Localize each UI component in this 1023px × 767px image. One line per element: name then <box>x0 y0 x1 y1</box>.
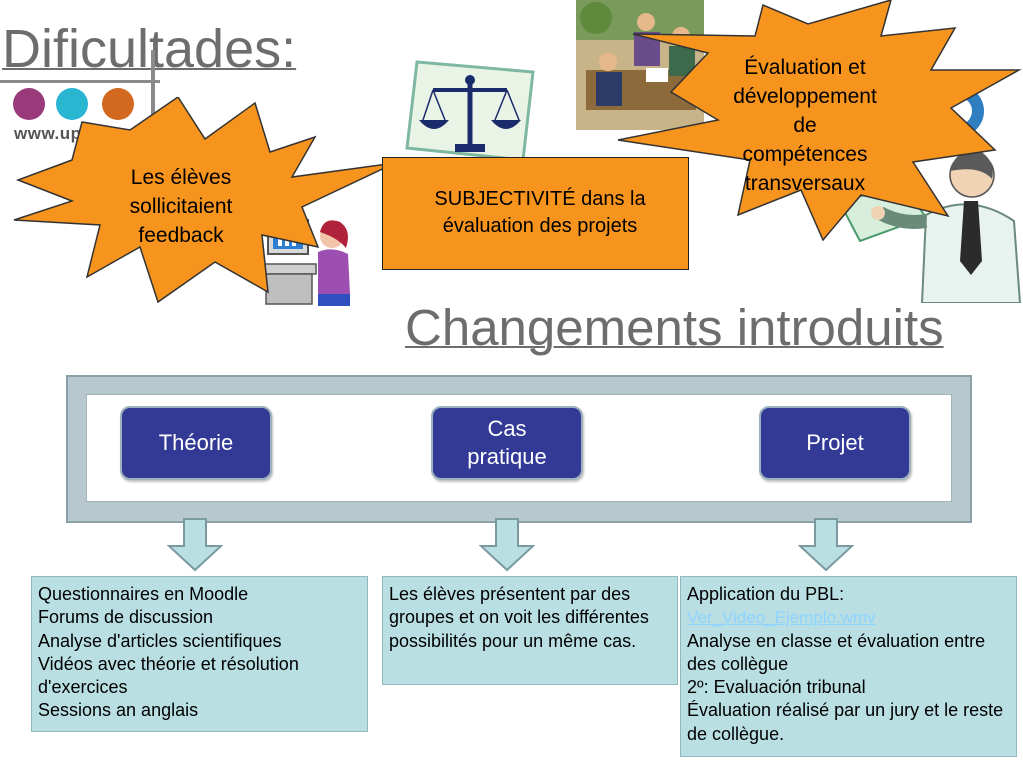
theory-item: Sessions an anglais <box>38 700 199 721</box>
pill-case-label: Cas pratique <box>467 416 547 469</box>
meeting-clipart <box>576 0 704 130</box>
pill-case: Cas pratique <box>431 406 583 480</box>
theory-item: Vidéos avec théorie et résolution d'exer… <box>38 653 299 698</box>
presenter-clipart <box>838 85 1022 303</box>
subjectivity-text: SUBJECTIVITÉ dans la évaluation des proj… <box>434 188 646 237</box>
down-arrow-icon <box>798 518 854 572</box>
theory-box: Questionnaires en Moodle Forums de discu… <box>31 576 368 732</box>
logo-dot-cyan <box>56 88 88 120</box>
scales-clipart <box>405 60 535 160</box>
logo-dot-orange <box>102 88 134 120</box>
theory-item: Forums de discussion <box>38 607 214 628</box>
burst-left-line: feedback <box>138 224 224 247</box>
case-text: Les élèves présentent par des groupes et… <box>389 584 649 651</box>
project-line: Analyse en classe et évaluation entre de… <box>687 630 986 674</box>
burst-right <box>617 0 1022 242</box>
pill-theory: Théorie <box>120 406 272 480</box>
logo-dot-purple <box>13 88 45 120</box>
burst-left-line: sollicitaient <box>129 195 233 218</box>
burst-right-line: développement <box>733 85 877 108</box>
burst-left-line: Les élèves <box>130 166 232 189</box>
burst-left-text: Les élèves sollicitaient feedback <box>96 163 266 250</box>
project-box: Application du PBL: Ver_Video_Ejemplo.wm… <box>680 576 1017 757</box>
case-box: Les élèves présentent par des groupes et… <box>382 576 678 685</box>
burst-right-line: compétences <box>742 143 868 166</box>
burst-left <box>13 97 396 304</box>
theory-item: Analyse d'articles scientifiques <box>38 630 282 651</box>
burst-right-line: Évaluation et <box>744 56 866 79</box>
down-arrow-icon <box>479 518 535 572</box>
burst-right-line: de <box>793 114 817 137</box>
project-line: Évaluation réalisé par un jury et le res… <box>687 700 1004 744</box>
logo-vertical-line <box>151 50 155 160</box>
pill-project: Projet <box>759 406 911 480</box>
logo-horizontal-line <box>0 80 160 83</box>
slide-title: Dificultades: <box>2 19 297 79</box>
theory-item: Questionnaires en Moodle <box>38 584 249 604</box>
video-link[interactable]: Ver_Video_Ejemplo.wmv <box>687 608 876 628</box>
burst-right-text: Évaluation et développement de compétenc… <box>695 53 915 198</box>
down-arrow-icon <box>167 518 223 572</box>
project-line: 2º: Evaluación tribunal <box>687 677 866 698</box>
changes-title: Changements introduits <box>405 299 944 356</box>
subjectivity-box <box>382 157 689 270</box>
project-line: Application du PBL: <box>687 584 845 604</box>
burst-right-line: transversaux <box>744 172 866 195</box>
